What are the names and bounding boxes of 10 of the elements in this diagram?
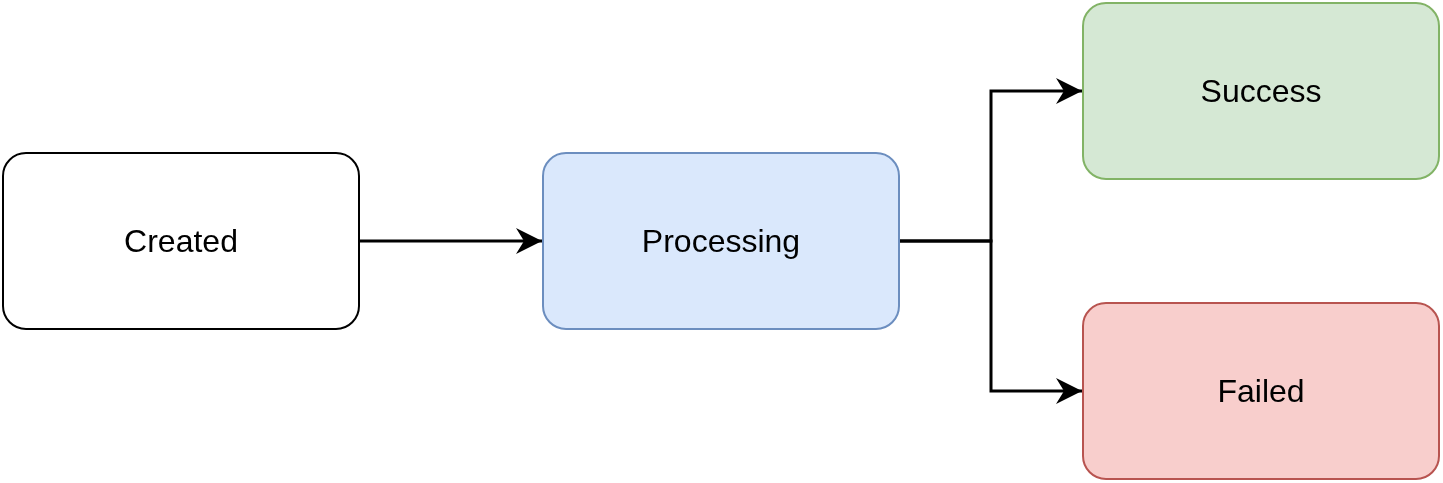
state-label: Processing [640,222,802,260]
state-box [1082,2,1440,180]
arrow [900,239,1082,404]
state-box [2,152,360,330]
state-box [1082,302,1440,480]
state-box [542,152,900,330]
arrow [360,228,542,254]
state-label: Success [1199,72,1323,110]
state-label: Created [123,222,239,260]
state-label: Failed [1216,372,1306,410]
